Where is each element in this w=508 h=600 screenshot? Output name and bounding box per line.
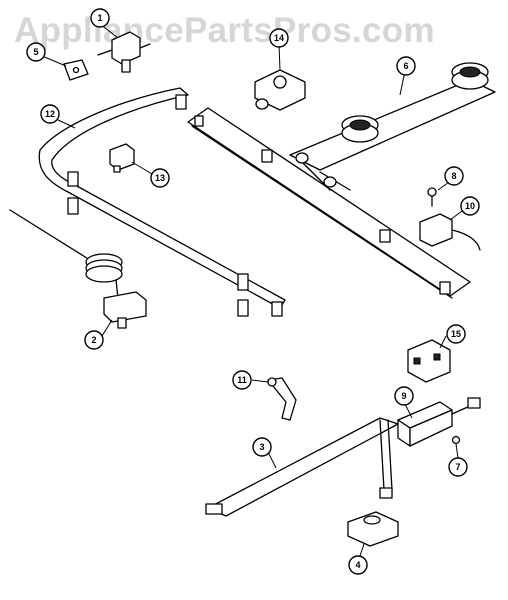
- part-3-gas-tube: [205, 417, 399, 517]
- callout-4-label: 4: [355, 560, 360, 570]
- callout-11: 11: [232, 370, 252, 390]
- part-1-valve: [97, 31, 151, 73]
- callout-14-label: 14: [274, 33, 284, 43]
- callout-15-label: 15: [451, 329, 461, 339]
- callout-13: 13: [150, 168, 170, 188]
- part-15-terminal-block: [407, 339, 451, 383]
- callout-6: 6: [396, 56, 416, 76]
- callout-12: 12: [40, 104, 60, 124]
- burner-rail: [187, 107, 471, 299]
- part-5-bracket: [63, 59, 89, 81]
- part-7-nut: [451, 435, 461, 445]
- part-13-switch: [109, 143, 135, 173]
- watermark-logo: AppliancePartsPros.com: [14, 11, 435, 50]
- part-4-knob: [347, 511, 399, 547]
- callout-11-label: 11: [237, 375, 247, 385]
- callout-4: 4: [348, 555, 368, 575]
- callout-3-label: 3: [259, 442, 264, 452]
- part-10-igniter: [419, 213, 481, 251]
- callout-3: 3: [252, 437, 272, 457]
- callout-5: 5: [26, 42, 46, 62]
- callout-7: 7: [448, 457, 468, 477]
- callout-1-label: 1: [97, 13, 102, 23]
- callout-10-label: 10: [465, 201, 475, 211]
- part-9-spark-module: [397, 397, 481, 447]
- part-6-burner-assembly: [289, 62, 496, 191]
- part-14-regulator: [254, 69, 306, 111]
- callout-5-label: 5: [33, 47, 38, 57]
- callout-2: 2: [84, 330, 104, 350]
- part-11-elbow: [267, 377, 297, 421]
- callout-12-label: 12: [45, 109, 55, 119]
- callout-13-label: 13: [155, 173, 165, 183]
- callout-15: 15: [446, 324, 466, 344]
- callout-8-label: 8: [451, 171, 456, 181]
- callout-10: 10: [460, 196, 480, 216]
- callout-6-label: 6: [403, 61, 408, 71]
- callout-7-label: 7: [455, 462, 460, 472]
- part-8-screw: [427, 187, 437, 207]
- callout-1: 1: [90, 8, 110, 28]
- part-2-thermostat: [9, 209, 147, 329]
- callout-8: 8: [444, 166, 464, 186]
- callout-14: 14: [269, 28, 289, 48]
- part-12-support-bar: [38, 87, 286, 317]
- callout-9: 9: [394, 386, 414, 406]
- callout-2-label: 2: [91, 335, 96, 345]
- callout-9-label: 9: [401, 391, 406, 401]
